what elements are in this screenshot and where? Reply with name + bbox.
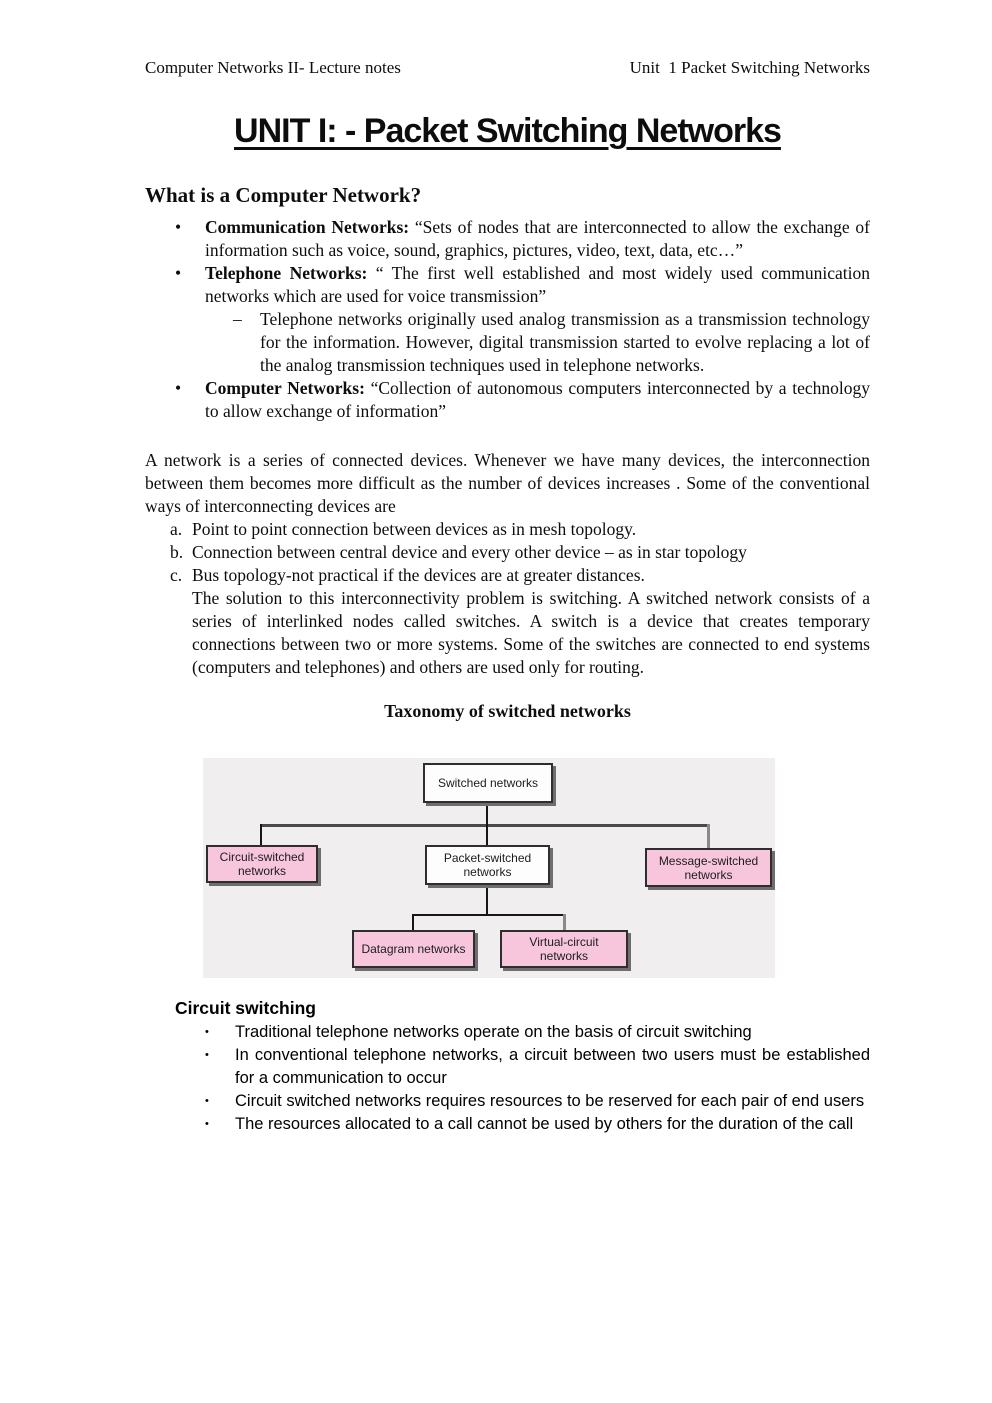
connector-line [412, 914, 414, 930]
list-item-text: Computer Networks: “Collection of autono… [205, 377, 870, 423]
diagram-node-datagram: Datagram networks [352, 930, 475, 968]
list-item: • Communication Networks: “Sets of nodes… [145, 216, 870, 262]
ordered-item-text: Point to point connection between device… [192, 519, 637, 539]
bullet-icon: • [205, 1118, 209, 1130]
connector-line [412, 914, 566, 916]
ordered-item-text: Connection between central device and ev… [192, 542, 747, 562]
connector-line [486, 824, 488, 845]
bullet-icon: • [175, 378, 182, 398]
header-left-text: Computer Networks II- Lecture notes [145, 58, 401, 77]
bullet-icon: • [175, 263, 182, 283]
term-definition: “Sets of nodes that are interconnected t… [205, 217, 871, 260]
list-item: • Computer Networks: “Collection of auto… [145, 377, 870, 423]
term-label: Computer Networks: [205, 378, 365, 398]
section1-heading: What is a Computer Network? [145, 183, 422, 207]
item-marker: b. [170, 542, 184, 562]
diagram-node-packet-switched: Packet-switched networks [425, 845, 550, 885]
term-definition: “Collection of autonomous computers inte… [205, 378, 870, 421]
list-item-text: Traditional telephone networks operate o… [235, 1023, 752, 1041]
ordered-item: c. Bus topology-not practical if the dev… [145, 564, 870, 587]
diagram-caption: Taxonomy of switched networks [384, 701, 631, 721]
list-item-text: Telephone Networks: “ The first well est… [205, 262, 870, 308]
list-item: • Traditional telephone networks operate… [145, 1021, 870, 1044]
item-marker: a. [170, 519, 183, 539]
ordered-item: b. Connection between central device and… [145, 541, 870, 564]
list-item-text: Communication Networks: “Sets of nodes t… [205, 216, 870, 262]
connector-line [486, 803, 488, 826]
intro-paragraph: A network is a series of connected devic… [145, 450, 870, 516]
diagram-node-virtual-circuit: Virtual-circuit networks [500, 930, 628, 968]
term-label: Communication Networks: [205, 217, 410, 237]
header-right-text: Unit 1 Packet Switching Networks [629, 58, 870, 77]
diagram-node-circuit-switched: Circuit-switched networks [206, 845, 318, 883]
item-marker: c. [170, 565, 183, 585]
bullet-icon: • [205, 1026, 209, 1038]
connector-line [260, 824, 710, 827]
connector-line [563, 914, 566, 930]
list-item: • Circuit switched networks requires res… [145, 1090, 870, 1113]
list-item: • In conventional telephone networks, a … [145, 1044, 870, 1090]
taxonomy-diagram: Switched networks Circuit-switched netwo… [203, 758, 775, 978]
connector-line [260, 824, 262, 845]
term-definition: “ The first well established and most wi… [205, 263, 871, 306]
page-header: Computer Networks II- Lecture notes Unit… [145, 58, 870, 78]
list-item: • The resources allocated to a call cann… [145, 1113, 870, 1136]
list-item-text: Circuit switched networks requires resou… [235, 1092, 865, 1110]
connector-line [486, 885, 488, 915]
dash-icon: – [233, 309, 242, 329]
bullet-icon: • [205, 1095, 209, 1107]
list-item-text: In conventional telephone networks, a ci… [235, 1046, 870, 1087]
sub-item-text: Telephone networks originally used analo… [260, 309, 870, 375]
term-label: Telephone Networks: [205, 263, 368, 283]
ordered-item-text: Bus topology-not practical if the device… [192, 565, 645, 585]
definition-list: • Communication Networks: “Sets of nodes… [145, 216, 870, 423]
circuit-switching-list: • Traditional telephone networks operate… [145, 1021, 870, 1136]
diagram-node-message-switched: Message-switched networks [645, 848, 772, 887]
list-sub-item: – Telephone networks originally used ana… [145, 308, 870, 377]
unit-title: UNIT I: - Packet Switching Networks [234, 112, 782, 150]
connector-line [707, 824, 710, 848]
diagram-node-switched: Switched networks [423, 763, 553, 803]
section2-heading: Circuit switching [175, 998, 316, 1018]
bullet-icon: • [205, 1049, 209, 1061]
bullet-icon: • [175, 217, 182, 237]
list-item-text: The resources allocated to a call cannot… [235, 1115, 854, 1133]
ordered-list: a. Point to point connection between dev… [145, 518, 870, 587]
list-item: • Telephone Networks: “ The first well e… [145, 262, 870, 308]
continuation-paragraph: The solution to this interconnectivity p… [192, 588, 870, 677]
ordered-item: a. Point to point connection between dev… [145, 518, 870, 541]
